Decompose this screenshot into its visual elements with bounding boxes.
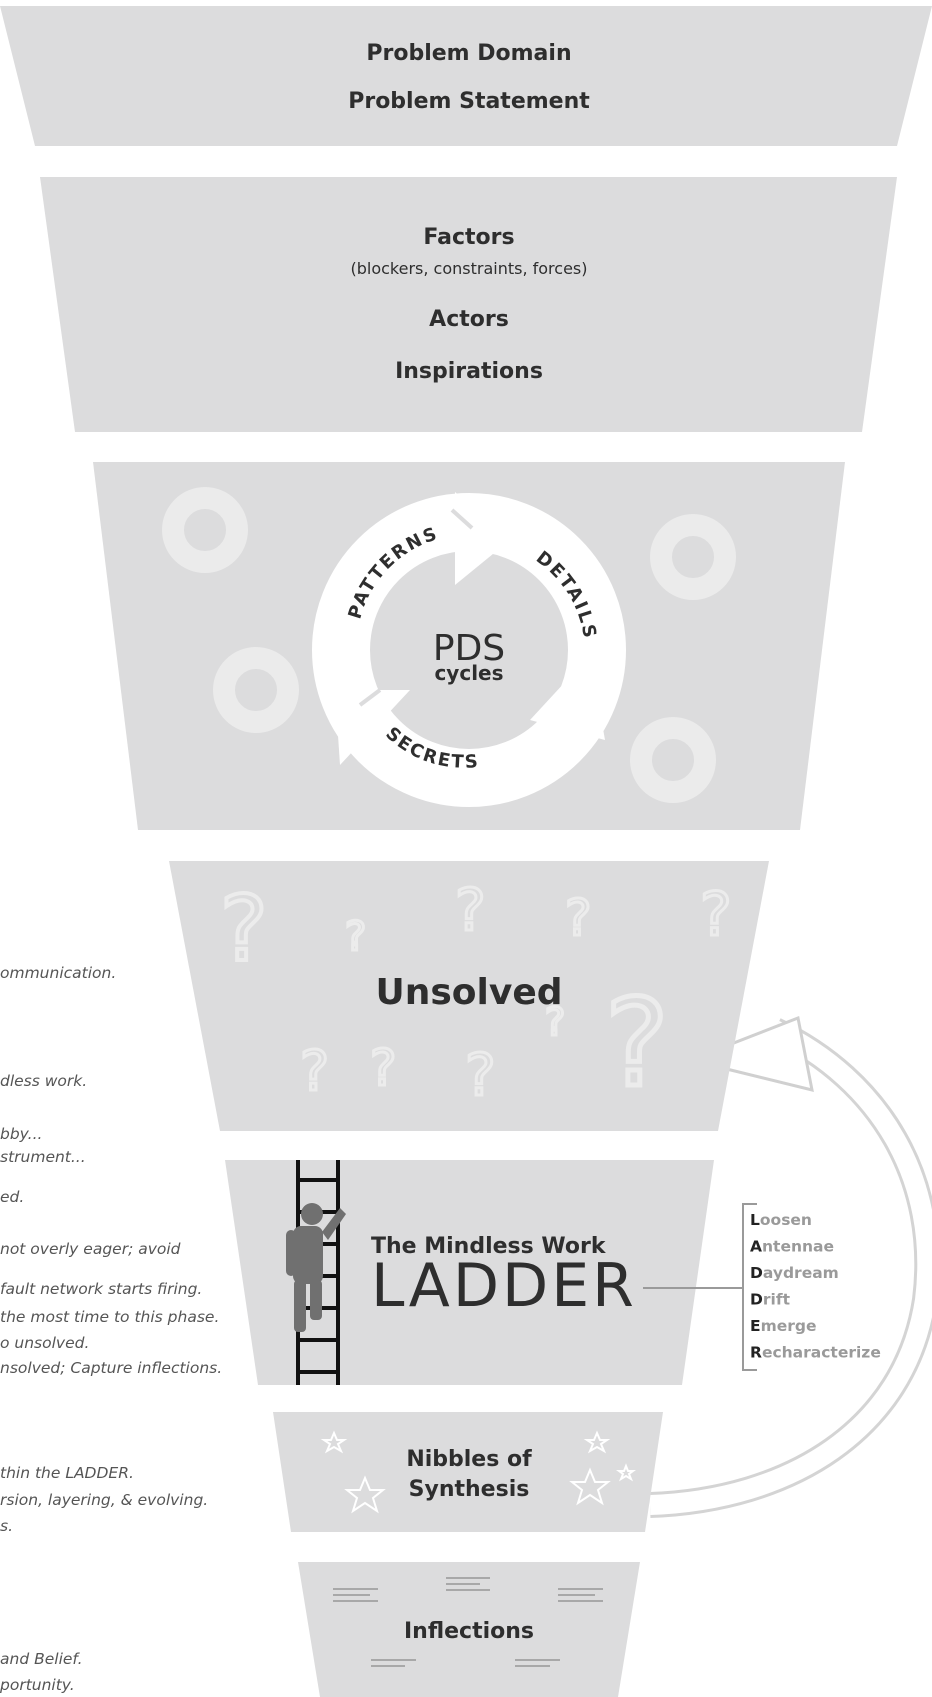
side-note: portunity. [0, 1676, 75, 1694]
ladder-acronym-initial: L [750, 1211, 760, 1229]
ladder-acronym-rest: rift [763, 1291, 791, 1309]
tier-nibbles: Nibbles of Synthesis [273, 1412, 663, 1532]
tier-unsolved: ? ? ? ? ? ? ? ? ? ? Unsolved [169, 861, 769, 1131]
ladder-acronym-rest: merge [761, 1317, 817, 1335]
tier-ladder: The Mindless Work LADDER LoosenAntennaeD… [225, 1160, 881, 1385]
ladder-pre-title: The Mindless Work [371, 1234, 607, 1259]
side-note: thin the LADDER. [0, 1464, 134, 1482]
ladder-acronym-item: Recharacterize [750, 1344, 881, 1362]
feedback-arc [649, 1015, 932, 1518]
inflections-title: Inflections [404, 1619, 534, 1644]
svg-text:?: ? [345, 914, 366, 960]
text-lines-icon [333, 1577, 603, 1667]
question-mark-icon: ? ? ? ? ? ? ? ? ? ? [218, 875, 733, 1117]
svg-text:?: ? [545, 1000, 565, 1044]
nibbles-line2: Synthesis [409, 1477, 530, 1502]
feedback-arrowhead [685, 1015, 814, 1093]
problem-domain-label: Problem Domain [366, 41, 571, 66]
svg-text:?: ? [300, 1039, 329, 1103]
problem-statement-label: Problem Statement [348, 89, 590, 114]
side-note: bby... [0, 1125, 42, 1143]
sparkle-icon [320, 1430, 636, 1514]
small-cycle-icon [162, 487, 736, 803]
side-note: fault network starts firing. [0, 1280, 202, 1298]
ladder-acronym-initial: A [750, 1238, 762, 1256]
ladder-acronym-rest: aydream [763, 1264, 839, 1282]
side-note: rsion, layering, & evolving. [0, 1491, 208, 1509]
tier-inflections: Inflections [298, 1562, 640, 1697]
side-note: nsolved; Capture inflections. [0, 1359, 222, 1377]
nibbles-line1: Nibbles of [406, 1447, 532, 1472]
side-note: and Belief. [0, 1650, 83, 1668]
unsolved-title: Unsolved [375, 972, 562, 1013]
side-note: the most time to this phase. [0, 1308, 219, 1326]
ladder-acronym-item: Drift [750, 1291, 791, 1309]
tier-factors: Factors (blockers, constraints, forces) … [40, 177, 897, 432]
tier-pds: PATTERNS DETAILS SECRETS PDS cycles [93, 462, 845, 830]
side-note: ommunication. [0, 964, 116, 982]
svg-text:?: ? [465, 1041, 496, 1109]
ladder-acronym-rest: ntennae [762, 1238, 834, 1256]
ladder-acronym-rest: oosen [760, 1211, 812, 1229]
ladder-acronym-item: Loosen [750, 1211, 812, 1229]
svg-text:?: ? [700, 880, 732, 950]
ladder-title: LADDER [371, 1251, 637, 1321]
tier-problem-domain: Problem Domain Problem Statement [0, 6, 932, 146]
side-note: o unsolved. [0, 1334, 89, 1352]
side-note: strument... [0, 1148, 86, 1166]
svg-text:?: ? [220, 877, 268, 982]
climber-icon [286, 1203, 346, 1332]
side-note: not overly eager; avoid [0, 1240, 181, 1258]
ladder-acronym-item: Daydream [750, 1264, 839, 1282]
side-note: dless work. [0, 1072, 87, 1090]
ladder-acronym-item: Antennae [750, 1238, 834, 1256]
ladder-acronym-list: LoosenAntennaeDaydreamDriftEmergeRechara… [750, 1211, 881, 1362]
side-notes: ommunication. dless work. bby... strumen… [0, 964, 222, 1694]
svg-text:?: ? [455, 876, 486, 944]
svg-text:?: ? [565, 889, 592, 947]
ladder-acronym-item: Emerge [750, 1317, 817, 1335]
pds-title: PDS [433, 628, 505, 669]
ladder-acronym-initial: E [750, 1317, 761, 1335]
side-note: s. [0, 1517, 13, 1535]
side-note: ed. [0, 1188, 24, 1206]
pds-subtitle: cycles [434, 661, 503, 685]
actors-label: Actors [429, 307, 509, 332]
ladder-acronym-initial: R [750, 1344, 762, 1362]
factors-note: (blockers, constraints, forces) [350, 259, 587, 278]
svg-text:?: ? [370, 1039, 397, 1097]
pds-cycle-icon [312, 492, 626, 807]
ladder-acronym-initial: D [750, 1264, 763, 1282]
ladder-acronym-rest: echaracterize [762, 1344, 881, 1362]
factors-label: Factors [423, 225, 514, 250]
ladder-acronym-initial: D [750, 1291, 763, 1309]
inspirations-label: Inspirations [395, 359, 543, 384]
svg-text:?: ? [605, 975, 669, 1114]
ladder-bracket [742, 1203, 757, 1371]
